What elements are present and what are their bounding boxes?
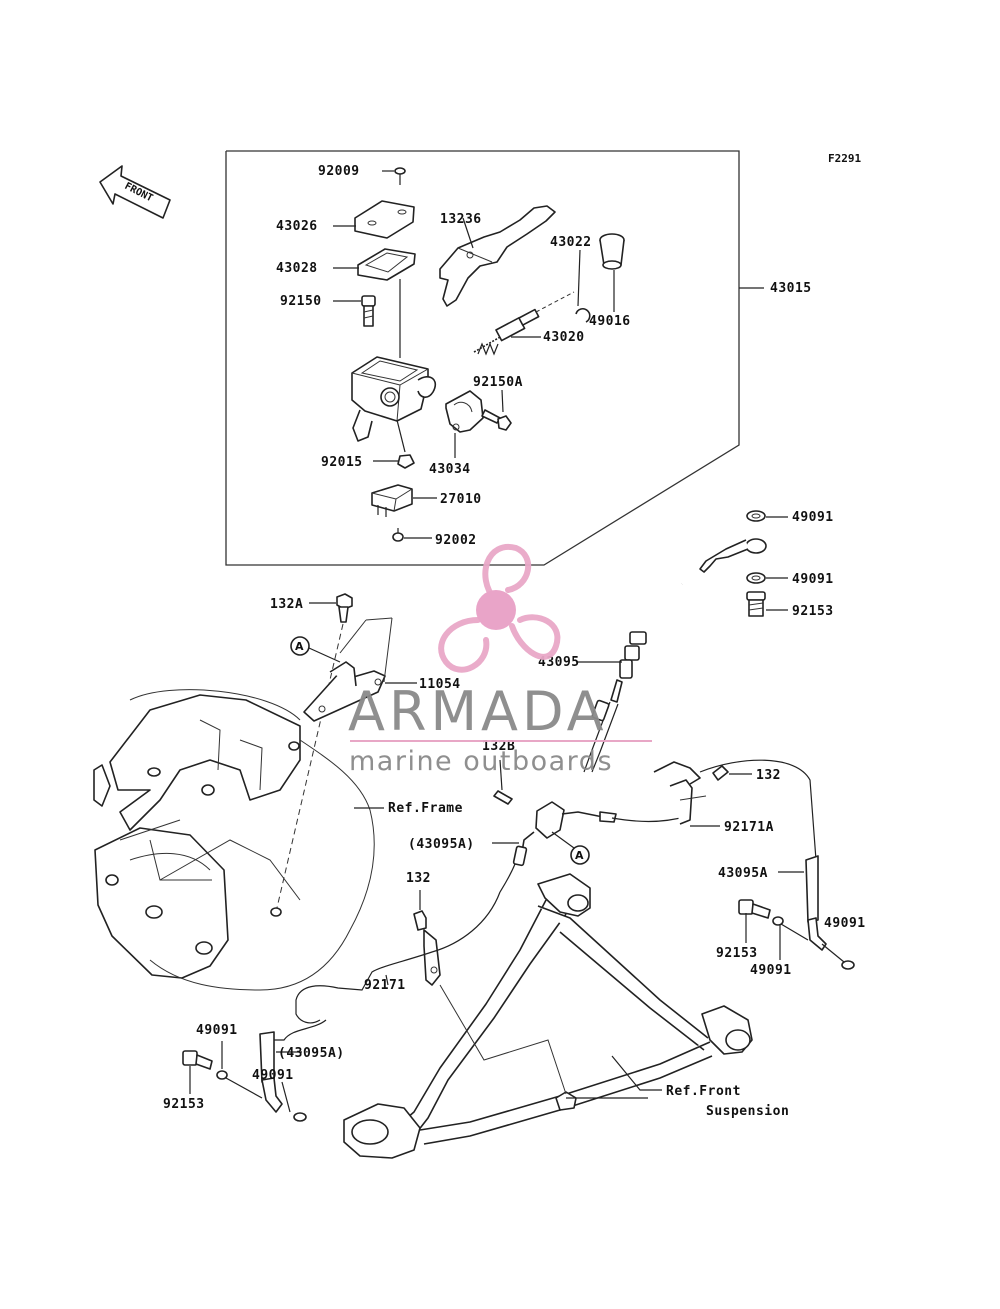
- callout-a-upper: A: [290, 636, 310, 656]
- callout-a-center: A: [570, 845, 590, 865]
- brake-line-92171: [295, 891, 501, 1024]
- label-43034: 43034: [429, 462, 471, 477]
- piston-kit-43020: [473, 291, 575, 356]
- boot-49016: [599, 233, 625, 270]
- switch-27010: [371, 484, 413, 517]
- ref-front-label: Ref.Front: [666, 1084, 741, 1099]
- bolt-132-lower: [413, 910, 427, 931]
- master-cylinder-body: [351, 356, 437, 442]
- label-49016: 49016: [589, 314, 631, 329]
- ref-frame-label: Ref.Frame: [388, 801, 463, 816]
- screw-92009: [394, 167, 406, 185]
- label-92171: 92171: [364, 978, 406, 993]
- label-132B: 132B: [482, 739, 515, 754]
- label-43095A-paren-a: (43095A): [408, 837, 475, 852]
- label-49091-a: 49091: [792, 510, 834, 525]
- bracket-11054: [303, 617, 393, 722]
- banjo-bolt-92153-left: [182, 1050, 263, 1099]
- label-43095A: 43095A: [718, 866, 768, 881]
- bolt-92150: [361, 295, 376, 327]
- bolt-132-upper: [712, 765, 729, 781]
- label-132-a: 132: [756, 768, 781, 783]
- label-49091-e: 49091: [196, 1023, 238, 1038]
- label-43022: 43022: [550, 235, 592, 250]
- label-49091-d: 49091: [824, 916, 866, 931]
- label-92153-c: 92153: [163, 1097, 205, 1112]
- banjo-bolt-92153-right: [738, 899, 809, 941]
- label-92150A: 92150A: [473, 375, 523, 390]
- brake-junction: [499, 801, 689, 893]
- label-92015: 92015: [321, 455, 363, 470]
- watermark-tagline: marine outboards: [349, 746, 613, 777]
- label-49091-b: 49091: [792, 572, 834, 587]
- clamp-43034: [445, 390, 484, 433]
- banjo-fitting-top: [699, 510, 767, 617]
- ref-suspension-label: Suspension: [706, 1104, 789, 1119]
- label-49091-c: 49091: [750, 963, 792, 978]
- label-11054: 11054: [419, 677, 461, 692]
- label-43095A-paren-b: (43095A): [278, 1046, 345, 1061]
- clip-92171A: [653, 761, 707, 825]
- assembly-frame: [225, 150, 740, 566]
- bolt-92150A: [481, 409, 512, 431]
- nut-92015: [397, 454, 415, 469]
- watermark-brand: ARMADA: [348, 680, 608, 743]
- front-suspension-arm: [343, 873, 753, 1159]
- svg-text:A: A: [575, 849, 584, 862]
- hose-43095A-left: [259, 1031, 307, 1122]
- lever-13236: [439, 205, 556, 307]
- screw-92002: [392, 528, 404, 542]
- label-27010: 27010: [440, 492, 482, 507]
- bolt-132A: [336, 593, 353, 623]
- front-arrow-icon: FRONT: [99, 165, 171, 219]
- label-43028: 43028: [276, 261, 318, 276]
- label-92002: 92002: [435, 533, 477, 548]
- cap-43026: [354, 200, 415, 239]
- label-92009: 92009: [318, 164, 360, 179]
- propeller-hub: [476, 590, 516, 630]
- label-92153-b: 92153: [716, 946, 758, 961]
- label-13236: 13236: [440, 212, 482, 227]
- label-92171A: 92171A: [724, 820, 774, 835]
- label-43026: 43026: [276, 219, 318, 234]
- figure-code: F2291: [828, 152, 861, 165]
- label-43020: 43020: [543, 330, 585, 345]
- line-bracket: [423, 929, 441, 986]
- hose-43095A-right: [805, 855, 855, 970]
- vehicle-frame: [93, 689, 375, 991]
- diaphragm-43028: [357, 248, 416, 281]
- label-132A: 132A: [270, 597, 303, 612]
- brake-hose-43095: [583, 580, 685, 773]
- label-43015: 43015: [770, 281, 812, 296]
- circlip-43022: [575, 308, 591, 323]
- label-49091-f: 49091: [252, 1068, 294, 1083]
- label-132-b: 132: [406, 871, 431, 886]
- bolt-132B: [493, 790, 513, 805]
- label-92150: 92150: [280, 294, 322, 309]
- propeller-icon: [438, 543, 561, 673]
- svg-text:A: A: [295, 640, 304, 653]
- watermark-logo: ARMADA marine outboards: [348, 543, 652, 777]
- label-92153-a: 92153: [792, 604, 834, 619]
